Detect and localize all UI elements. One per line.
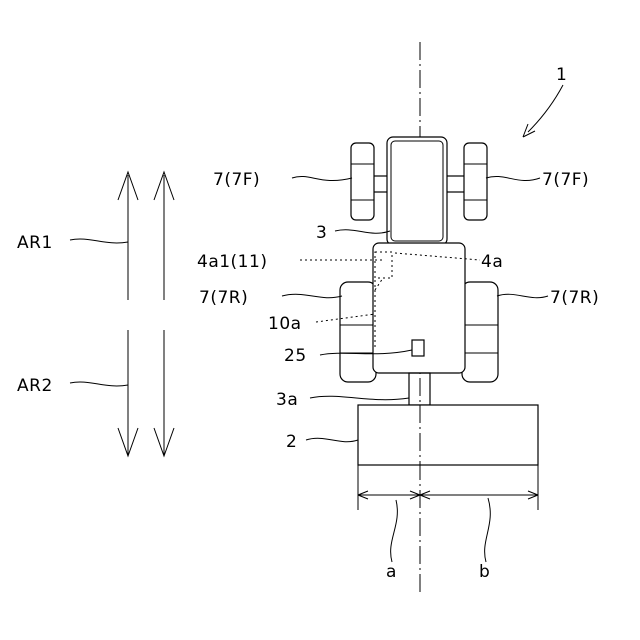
label-implement-2: 2 — [286, 432, 297, 452]
implement-2 — [358, 405, 538, 465]
label-front-left-wheel: 7(7F) — [213, 170, 260, 190]
front-left-wheel — [351, 143, 374, 220]
label-10a: 10a — [268, 314, 302, 334]
rear-left-wheel — [340, 282, 376, 382]
label-ar2: AR2 — [17, 376, 53, 396]
label-dim-a: a — [386, 562, 397, 582]
direction-arrow-ar1 — [118, 172, 174, 300]
label-front-right-wheel: 7(7F) — [542, 170, 589, 190]
label-ref-1: 1 — [556, 65, 567, 85]
label-ar1: AR1 — [17, 233, 53, 253]
label-25: 25 — [284, 346, 307, 366]
dimension-lines — [358, 465, 538, 510]
tractor-hood — [387, 137, 447, 245]
front-right-wheel — [464, 143, 487, 220]
label-4a: 4a — [481, 252, 503, 272]
label-rear-right-wheel: 7(7R) — [550, 288, 599, 308]
rear-right-wheel — [462, 282, 498, 382]
label-3a: 3a — [276, 390, 298, 410]
label-rear-left-wheel: 7(7R) — [199, 288, 248, 308]
reference-arrow-1 — [523, 85, 563, 137]
label-dim-b: b — [479, 562, 490, 582]
label-body-3: 3 — [316, 223, 327, 243]
direction-arrow-ar2 — [118, 330, 174, 456]
label-4a1: 4a1(11) — [197, 252, 267, 272]
